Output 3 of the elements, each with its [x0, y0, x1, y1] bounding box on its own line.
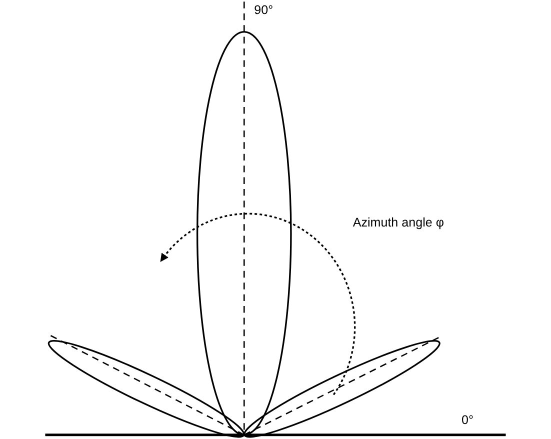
- angle-label: 0°: [462, 413, 474, 428]
- angle-label: 90°: [254, 3, 274, 18]
- angle-label: Azimuth angle φ: [352, 216, 444, 230]
